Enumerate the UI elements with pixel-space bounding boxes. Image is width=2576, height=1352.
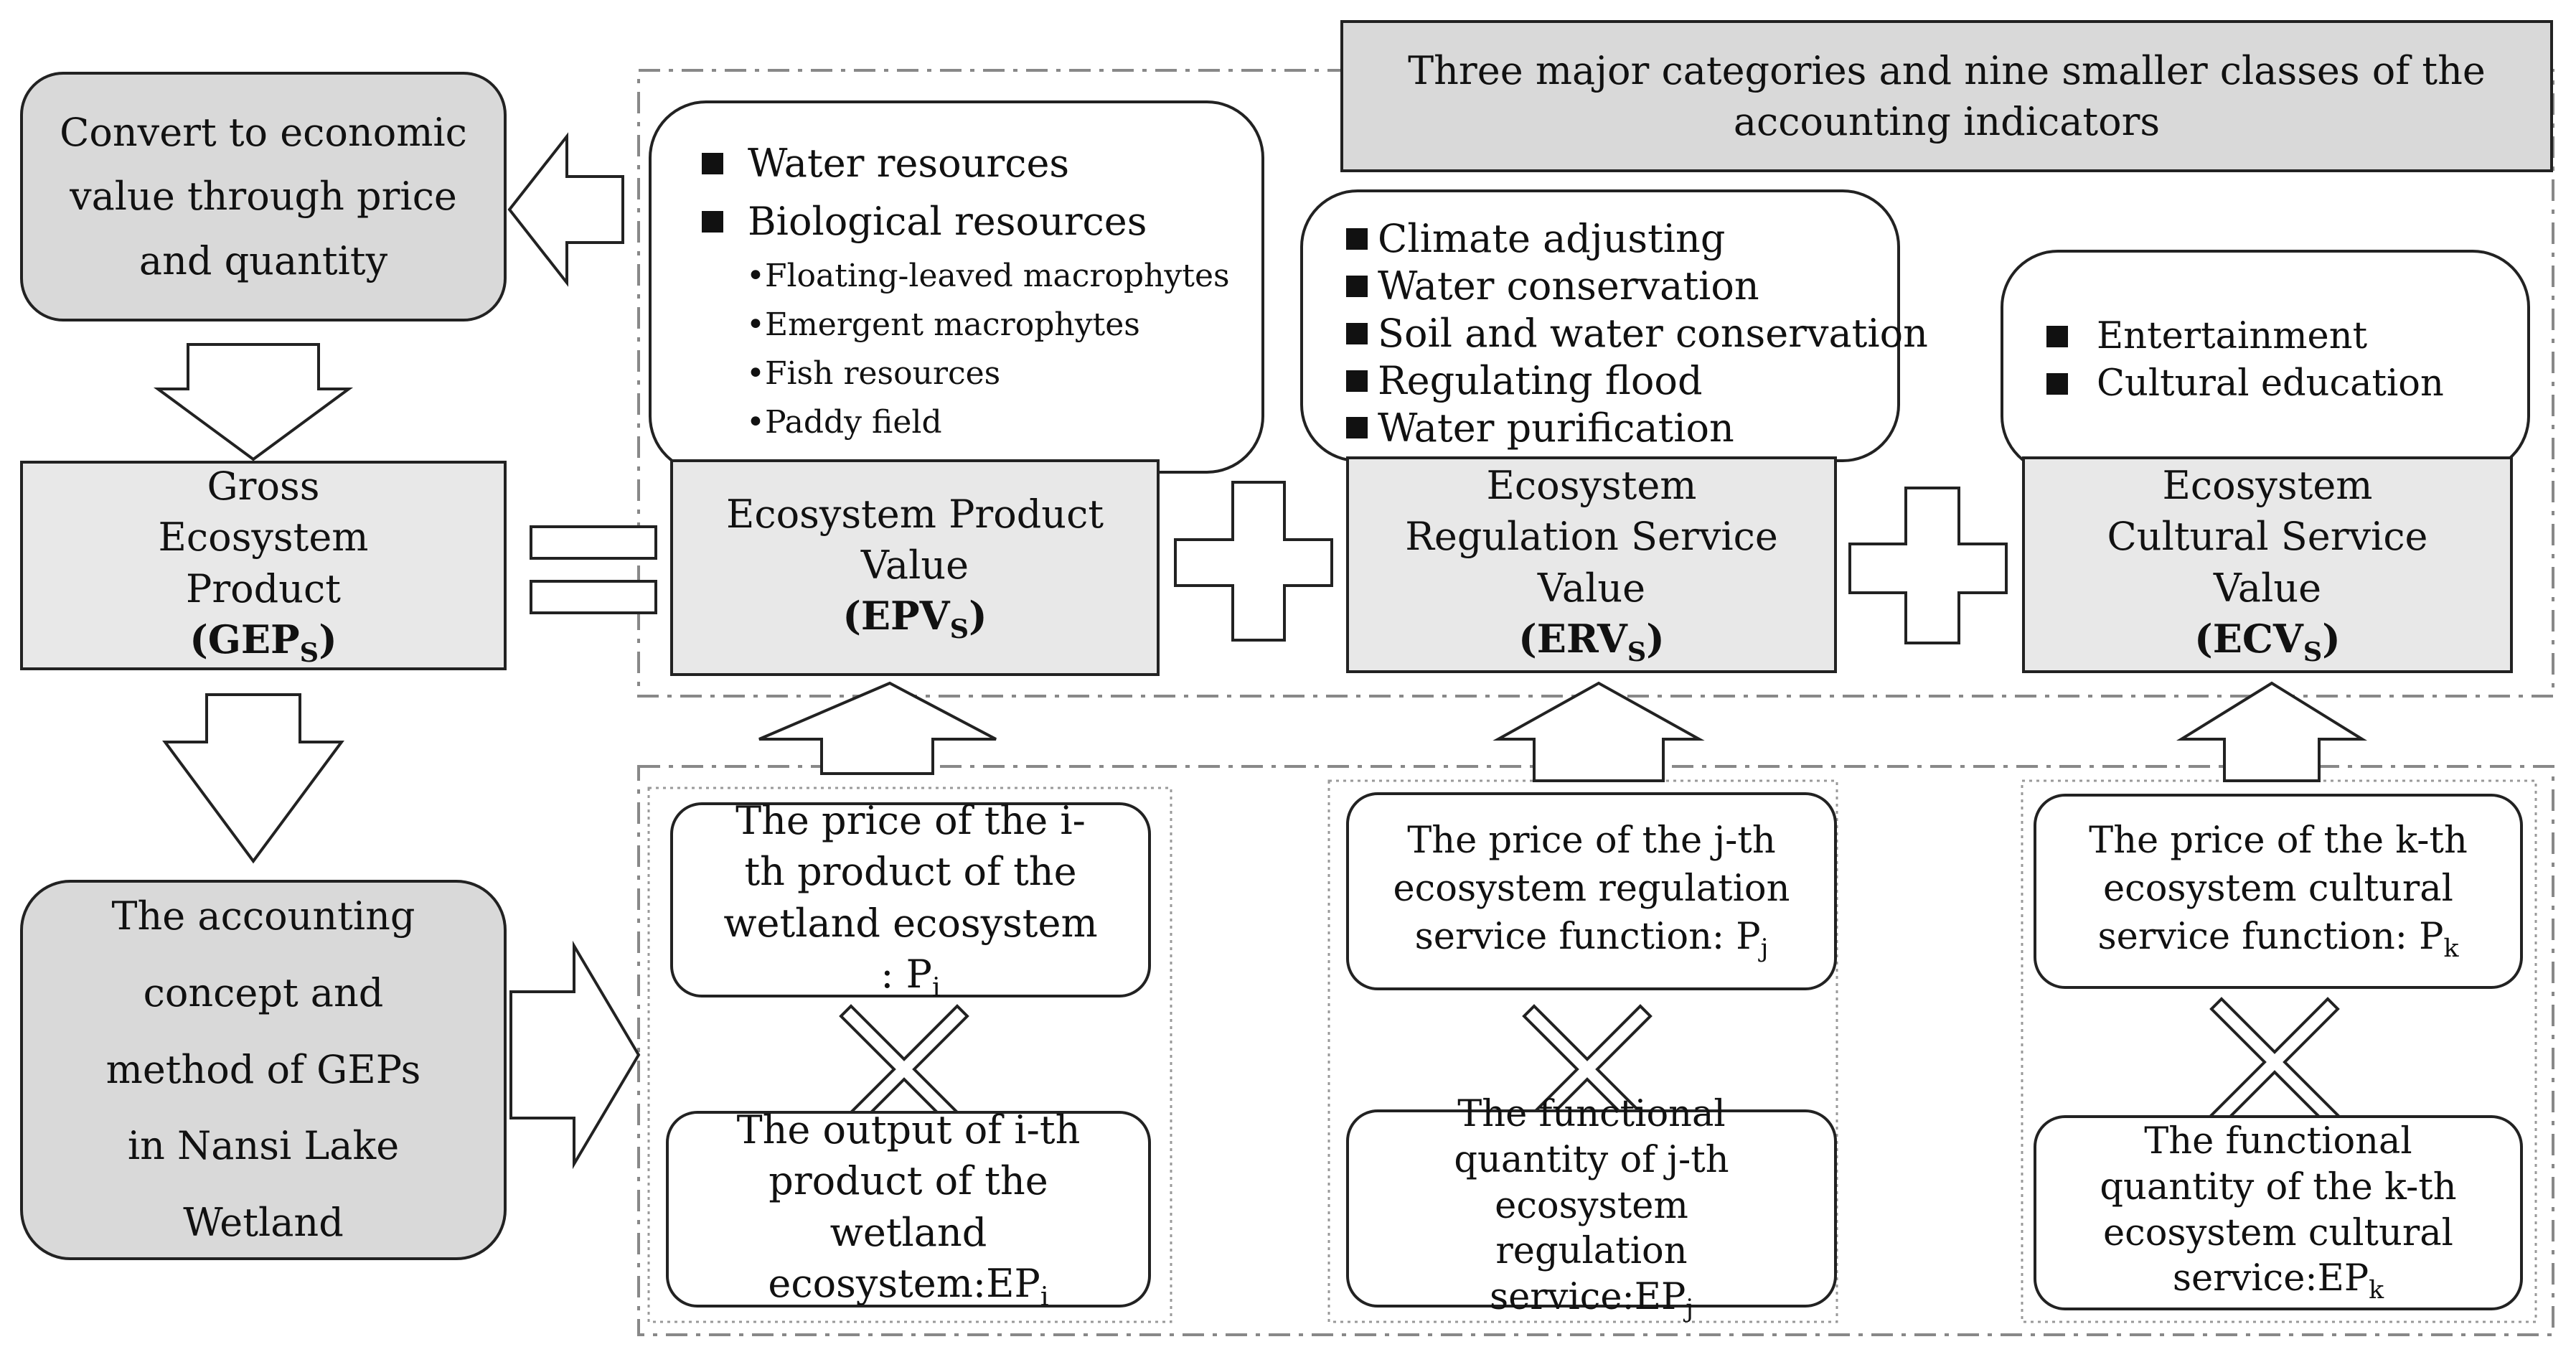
product-value-symbol: (EPVS) bbox=[842, 593, 987, 644]
product-dotted-group bbox=[647, 787, 1172, 1323]
plus-icon bbox=[1174, 481, 1333, 642]
product-items-list: Water resources Biological resources •Fl… bbox=[702, 138, 1230, 447]
cultural-items-list: Entertainment Cultural education bbox=[2046, 313, 2444, 408]
product-value-box: Ecosystem Product Value (EPVS) bbox=[670, 459, 1160, 676]
list-item: Soil and water conservation bbox=[1346, 310, 1928, 357]
method-text: The accounting concept and method of GEP… bbox=[105, 893, 421, 1246]
list-subitem: •Paddy field bbox=[746, 404, 942, 441]
cultural-value-label: Ecosystem Cultural Service Value bbox=[2107, 462, 2428, 611]
regulation-price-box: The price of the j-th ecosystem regulati… bbox=[1346, 792, 1837, 990]
convert-box: Convert to economic value through price … bbox=[20, 72, 507, 321]
regulation-value-box: Ecosystem Regulation Service Value (ERVS… bbox=[1346, 456, 1837, 673]
cultural-price-text: The price of the k-th ecosystem cultural… bbox=[2089, 819, 2468, 964]
arrow-up-icon bbox=[2176, 681, 2368, 782]
arrow-left-icon bbox=[507, 132, 624, 287]
regulation-value-symbol: (ERVS) bbox=[1518, 615, 1665, 667]
title-text: Three major categories and nine smaller … bbox=[1408, 47, 2486, 144]
plus-icon bbox=[1848, 487, 2008, 644]
bullet-square-icon bbox=[1346, 227, 1368, 250]
bullet-square-icon bbox=[2046, 373, 2068, 395]
cultural-quantity-text: The functional quantity of the k-th ecos… bbox=[2100, 1120, 2457, 1305]
bullet-square-icon bbox=[1346, 370, 1368, 392]
regulation-value-label: Ecosystem Regulation Service Value bbox=[1405, 462, 1778, 611]
cultural-dotted-group bbox=[2021, 779, 2537, 1323]
list-item: Water resources bbox=[702, 138, 1230, 189]
regulation-items-list: Climate adjusting Water conservation Soi… bbox=[1346, 215, 1928, 451]
convert-text: Convert to economic value through price … bbox=[60, 110, 467, 283]
product-items-box: Water resources Biological resources •Fl… bbox=[649, 100, 1264, 474]
arrow-up-icon bbox=[1493, 681, 1705, 782]
product-price-text: The price of the i-th product of the wet… bbox=[723, 797, 1098, 1003]
multiply-icon bbox=[2209, 997, 2340, 1127]
product-quantity-box: The output of i-th product of the wetlan… bbox=[666, 1107, 1151, 1312]
list-subitem: •Emergent macrophytes bbox=[746, 306, 1140, 343]
gep-label: Gross Ecosystem Product bbox=[158, 463, 369, 611]
arrow-down-icon bbox=[153, 343, 354, 461]
gep-symbol: (GEPS) bbox=[189, 616, 337, 668]
regulation-price-text: The price of the j-th ecosystem regulati… bbox=[1393, 819, 1790, 964]
title-box: Three major categories and nine smaller … bbox=[1340, 20, 2553, 172]
list-item: Water conservation bbox=[1346, 263, 1928, 310]
bullet-square-icon bbox=[2046, 326, 2068, 348]
list-item: Cultural education bbox=[2046, 360, 2444, 408]
list-item: Climate adjusting bbox=[1346, 215, 1928, 263]
bullet-square-icon bbox=[1346, 417, 1368, 439]
cultural-quantity-box: The functional quantity of the k-th ecos… bbox=[2034, 1115, 2523, 1310]
method-box: The accounting concept and method of GEP… bbox=[20, 880, 507, 1260]
list-item: Regulating flood bbox=[1346, 357, 1928, 405]
list-item: Biological resources bbox=[702, 196, 1230, 247]
arrow-up-icon bbox=[758, 681, 997, 775]
bullet-square-icon bbox=[702, 152, 723, 174]
list-item: Entertainment bbox=[2046, 313, 2444, 360]
gep-box: Gross Ecosystem Product (GEPS) bbox=[20, 461, 507, 670]
cultural-price-box: The price of the k-th ecosystem cultural… bbox=[2034, 794, 2523, 989]
equals-bar-icon bbox=[530, 580, 657, 614]
list-subitem: •Floating-leaved macrophytes bbox=[746, 257, 1230, 294]
regulation-quantity-box: The functional quantity of j-th ecosyste… bbox=[1346, 1093, 1837, 1323]
regulation-items-box: Climate adjusting Water conservation Soi… bbox=[1300, 189, 1928, 462]
arrow-right-icon bbox=[509, 940, 641, 1170]
equals-bar-icon bbox=[530, 525, 657, 560]
cultural-value-box: Ecosystem Cultural Service Value (ECVS) bbox=[2022, 456, 2513, 673]
regulation-quantity-text: The functional quantity of j-th ecosyste… bbox=[1454, 1093, 1729, 1324]
cultural-value-symbol: (ECVS) bbox=[2194, 615, 2341, 667]
bullet-square-icon bbox=[702, 210, 723, 233]
bullet-square-icon bbox=[1346, 322, 1368, 344]
cultural-items-box: Entertainment Cultural education bbox=[2001, 250, 2530, 474]
list-item: Water purification bbox=[1346, 405, 1928, 452]
bullet-square-icon bbox=[1346, 275, 1368, 297]
list-subitem: •Fish resources bbox=[746, 355, 1001, 392]
arrow-down-icon bbox=[162, 693, 344, 864]
product-price-box: The price of the i-th product of the wet… bbox=[670, 798, 1151, 1003]
product-quantity-text: The output of i-th product of the wetlan… bbox=[736, 1107, 1081, 1312]
product-value-label: Ecosystem Product Value bbox=[725, 491, 1104, 588]
